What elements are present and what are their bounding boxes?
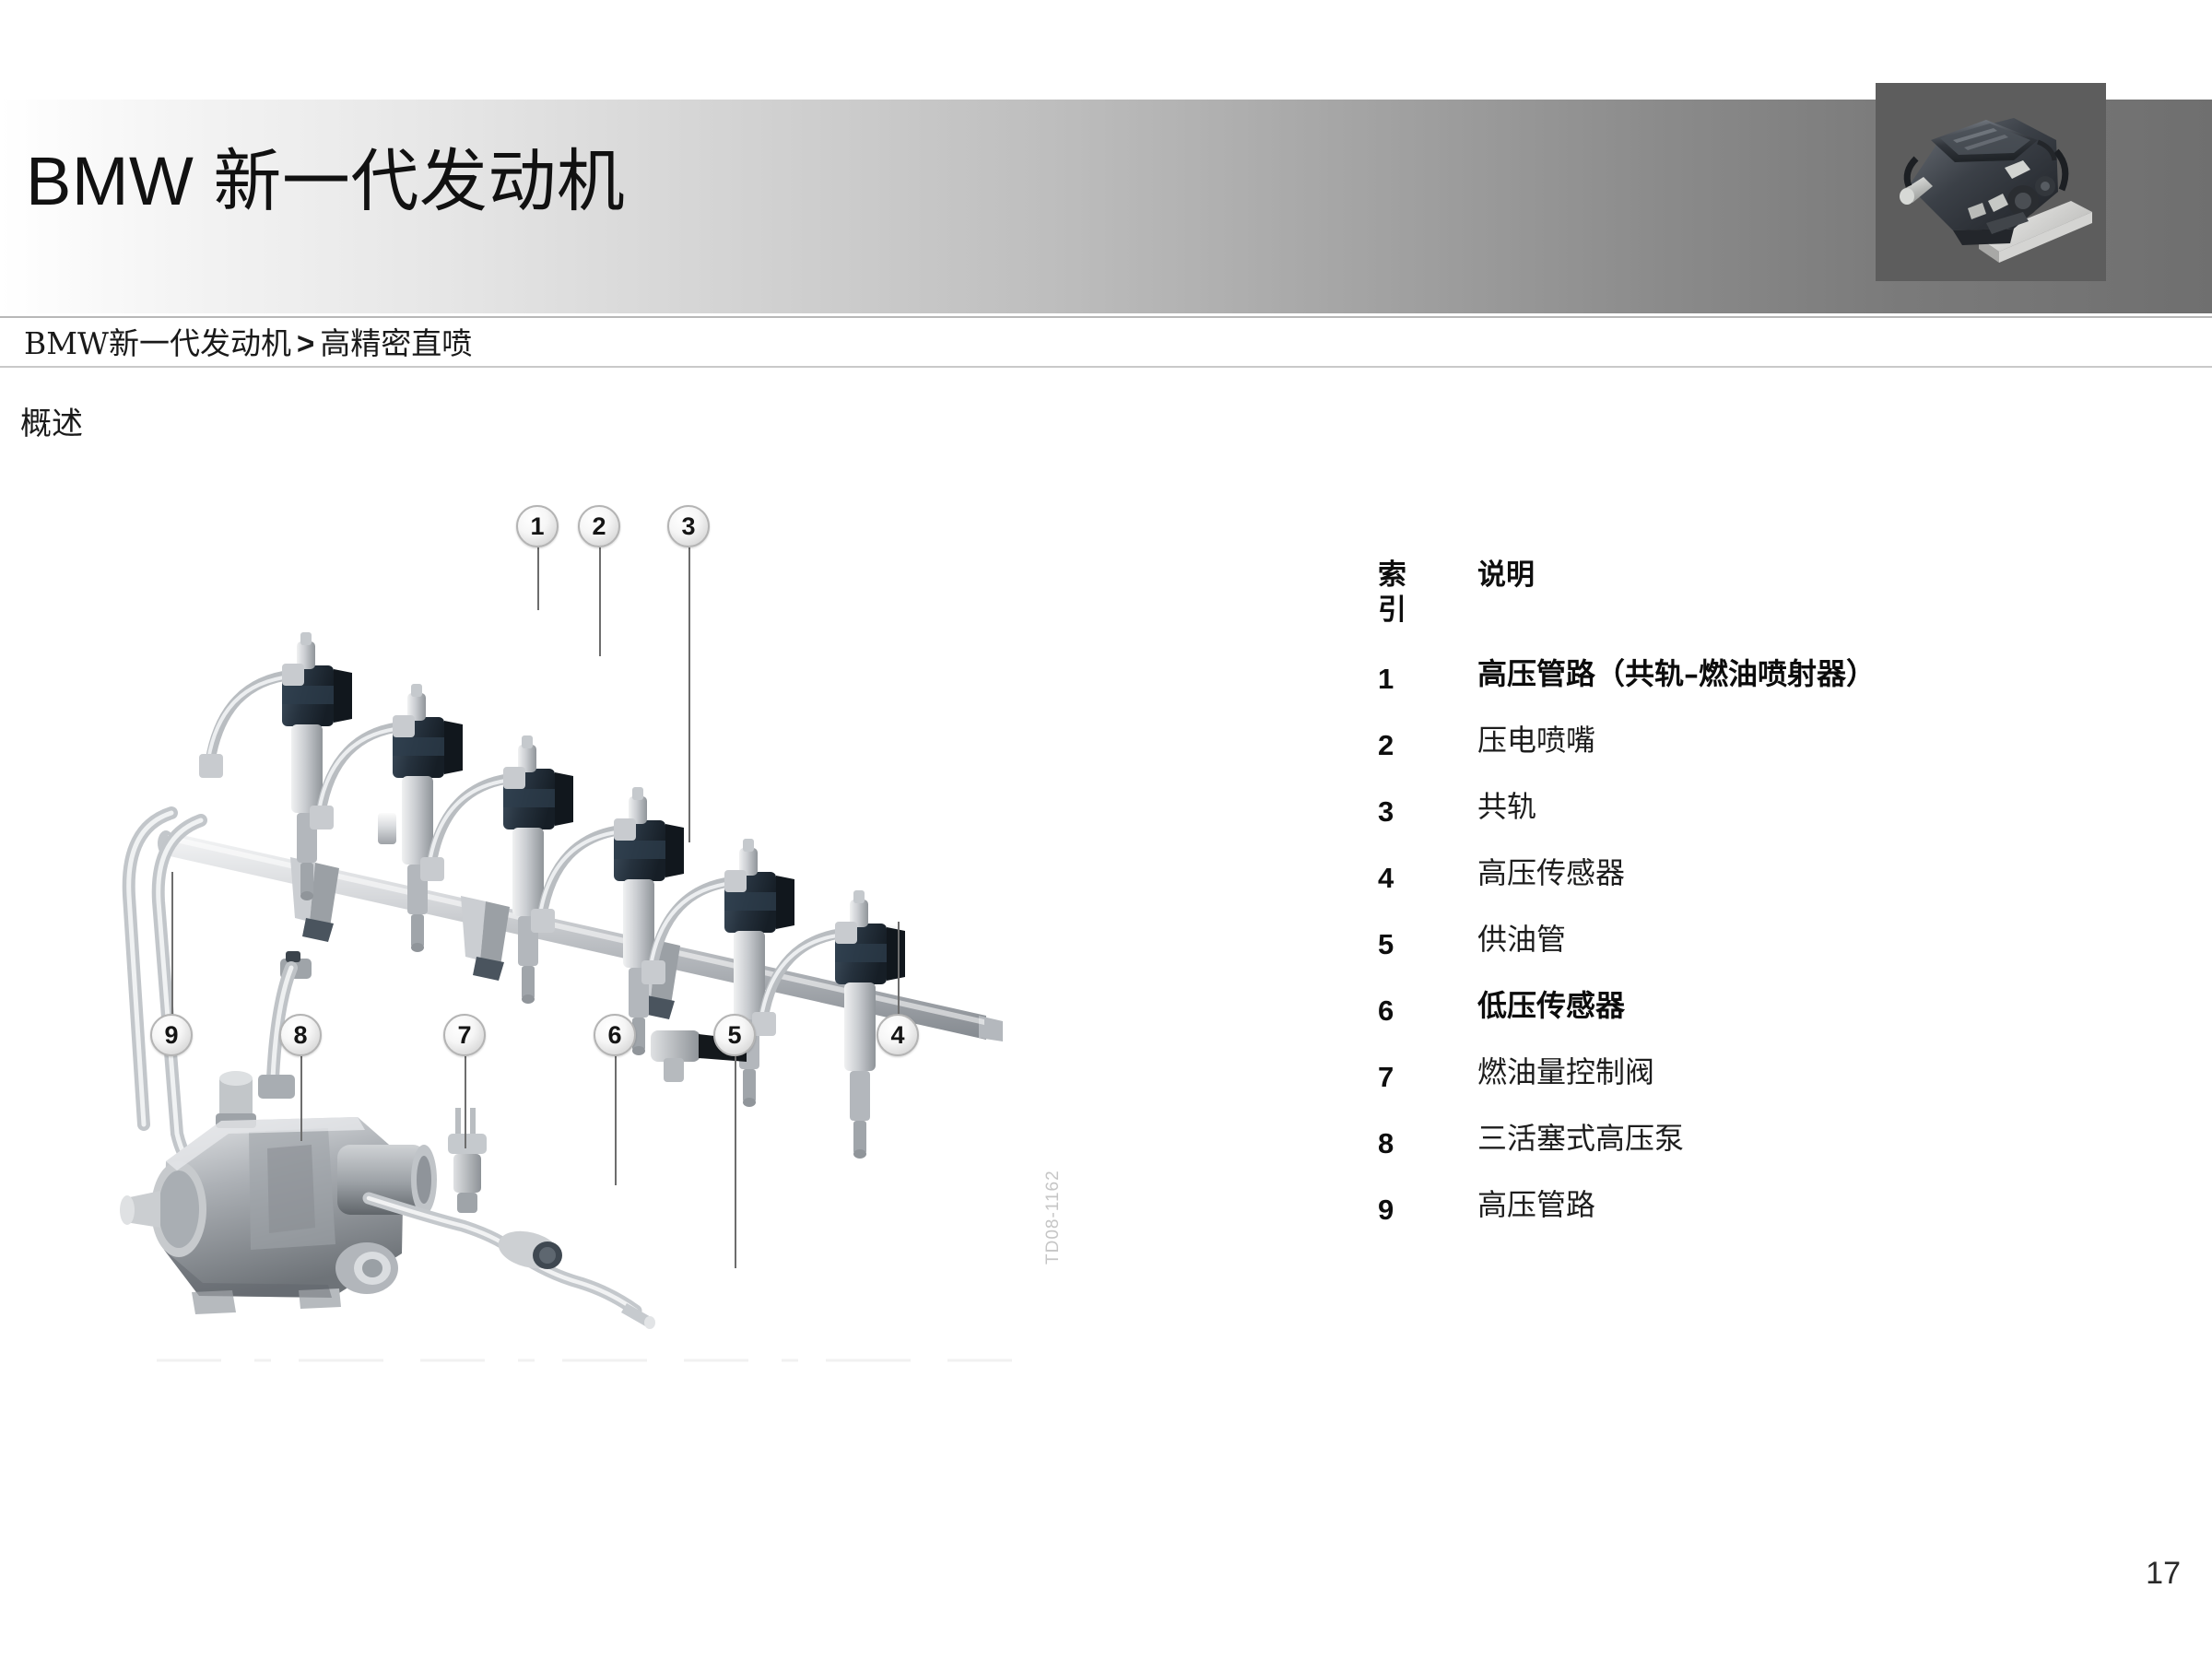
title-brand: BMW [26,143,194,219]
leader-line-4 [898,922,900,1018]
legend-row: 5 供油管 [1378,915,2134,982]
breadcrumb-bar [0,316,2212,368]
title-subtitle: 新一代发动机 [213,142,626,221]
callout-2-label: 2 [592,512,606,540]
legend-row: 1 高压管路（共轨–燃油喷射器） [1378,650,2134,716]
page-number: 17 [2146,1556,2181,1591]
breadcrumb-root[interactable]: BMW新一代发动机 [24,325,291,361]
legend-row-description: 高压传感器 [1477,855,1626,890]
legend-row-index: 7 [1378,1061,1394,1093]
legend-row-description: 三活塞式高压泵 [1477,1121,1685,1156]
section-title: 概述 [20,406,83,442]
legend-row-index: 5 [1378,928,1394,960]
breadcrumb: BMW新一代发动机>高精密直喷 [24,327,472,360]
legend-header-index-line1: 索 [1378,559,1406,592]
legend-row-description: 供油管 [1477,922,1567,957]
leader-line-1 [537,547,539,610]
legend-row-index: 3 [1378,795,1394,828]
leader-line-5 [735,1056,736,1268]
legend-header-index: 索 引 [1378,558,1430,628]
legend-row-description: 高压管路 [1477,1187,1596,1222]
legend-row-description: 高压管路（共轨–燃油喷射器） [1477,656,1877,691]
legend-row-index: 9 [1378,1194,1394,1226]
callout-5-label: 5 [727,1020,742,1049]
leader-line-9 [171,872,173,1019]
leader-line-3 [688,547,690,842]
callout-4[interactable]: 4 [877,1014,919,1056]
legend-row-description: 压电喷嘴 [1477,723,1596,758]
legend-row: 2 压电喷嘴 [1378,716,2134,782]
bmw-engine-photo [1876,83,2106,281]
legend-row-description: 燃油量控制阀 [1477,1054,1655,1089]
callout-3[interactable]: 3 [667,505,710,547]
page-title: BMW 新一代发动机 [26,147,625,217]
callout-6[interactable]: 6 [594,1014,636,1056]
callout-8[interactable]: 8 [279,1014,322,1056]
legend-row-description: 共轨 [1477,789,1537,824]
callout-8-label: 8 [293,1020,308,1049]
legend-row-index: 6 [1378,994,1394,1027]
legend-row: 7 燃油量控制阀 [1378,1048,2134,1114]
callout-9[interactable]: 9 [150,1014,193,1056]
callout-9-label: 9 [164,1020,179,1049]
legend-row-index: 1 [1378,663,1394,695]
callout-4-label: 4 [890,1020,905,1049]
callout-5[interactable]: 5 [713,1014,756,1056]
callout-2[interactable]: 2 [578,505,620,547]
legend-header-row: 索 引 说明 [1378,558,2134,650]
callout-1-label: 1 [530,512,545,540]
leader-line-2 [599,547,601,656]
legend-row-index: 4 [1378,862,1394,894]
leader-line-6 [615,1056,617,1185]
legend-row: 8 三活塞式高压泵 [1378,1114,2134,1181]
leader-line-7 [465,1056,466,1148]
figure-code: TD08-1162 [1043,1170,1063,1265]
callout-6-label: 6 [607,1020,622,1049]
fuel-injection-diagram [101,488,1106,1392]
breadcrumb-current: 高精密直喷 [320,325,473,361]
header-gradient-band [0,100,2212,313]
callout-3-label: 3 [681,512,696,540]
callout-7-label: 7 [457,1020,472,1049]
legend-row: 3 共轨 [1378,782,2134,849]
legend-row: 9 高压管路 [1378,1181,2134,1247]
legend-row-index: 8 [1378,1127,1394,1159]
callout-1[interactable]: 1 [516,505,559,547]
legend-table: 索 引 说明 1 高压管路（共轨–燃油喷射器） 2 压电喷嘴 3 共轨 4 高压… [1378,558,2134,1247]
legend-row: 4 高压传感器 [1378,849,2134,915]
legend-row-index: 2 [1378,729,1394,761]
callout-7[interactable]: 7 [443,1014,486,1056]
leader-line-8 [300,1056,302,1141]
breadcrumb-separator-icon: > [296,326,315,360]
legend-row-description: 低压传感器 [1477,988,1626,1023]
legend-row: 6 低压传感器 [1378,982,2134,1048]
legend-header-index-line2: 引 [1378,594,1406,627]
legend-header-description: 说明 [1477,559,1535,592]
